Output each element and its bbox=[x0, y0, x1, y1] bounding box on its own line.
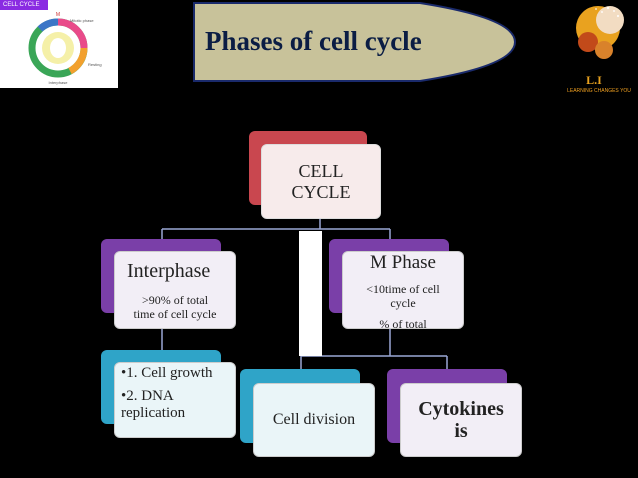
learning-logo-icon: L.I bbox=[576, 6, 624, 87]
thumb-mitotic-label: Mitotic phase bbox=[70, 18, 94, 23]
thumb-m-label: M bbox=[56, 12, 60, 18]
cytokinesis-node: Cytokines is bbox=[400, 383, 522, 457]
m-phase-note: % of total bbox=[379, 317, 427, 331]
thumb-interphase-label: Interphase bbox=[49, 80, 69, 85]
growth-item-cell-growth: •1. Cell growth bbox=[121, 365, 213, 381]
m-phase-description: <10time of cell cycle bbox=[366, 282, 440, 310]
interphase-description: >90% of total time of cell cycle bbox=[133, 293, 217, 321]
growth-node: •1. Cell growth •2. DNA replication bbox=[114, 362, 236, 438]
logo-mark: L.I bbox=[586, 73, 602, 87]
thumbnail-tag: CELL CYCLE bbox=[0, 0, 48, 10]
growth-list: •1. Cell growth •2. DNA replication bbox=[121, 365, 235, 428]
white-divider-bar bbox=[299, 231, 322, 356]
page-title: Phases of cell cycle bbox=[205, 26, 422, 56]
cell-cycle-label: CELL CYCLE bbox=[291, 160, 351, 202]
cell-cycle-wheel-icon: M Mitotic phase Resting Interphase bbox=[28, 12, 102, 85]
cell-cycle-node: CELL CYCLE bbox=[261, 144, 381, 219]
cytokinesis-label: Cytokines is bbox=[418, 398, 504, 442]
cell-division-label: Cell division bbox=[272, 411, 356, 428]
thumb-resting-label: Resting bbox=[88, 62, 102, 67]
logo-tagline: LEARNING CHANGES YOU bbox=[567, 88, 631, 94]
growth-item-dna-replication: •2. DNA replication bbox=[121, 388, 186, 421]
m-phase-title: M Phase bbox=[370, 252, 436, 273]
interphase-title: Interphase bbox=[127, 260, 211, 282]
m-phase-node: M Phase <10time of cell cycle % of total bbox=[342, 251, 464, 331]
cell-cycle-thumbnail: CELL CYCLE M Mitotic phase Resting Inter… bbox=[0, 0, 118, 88]
interphase-node: Interphase >90% of total time of cell cy… bbox=[114, 251, 236, 329]
cell-division-node: Cell division bbox=[253, 383, 375, 457]
